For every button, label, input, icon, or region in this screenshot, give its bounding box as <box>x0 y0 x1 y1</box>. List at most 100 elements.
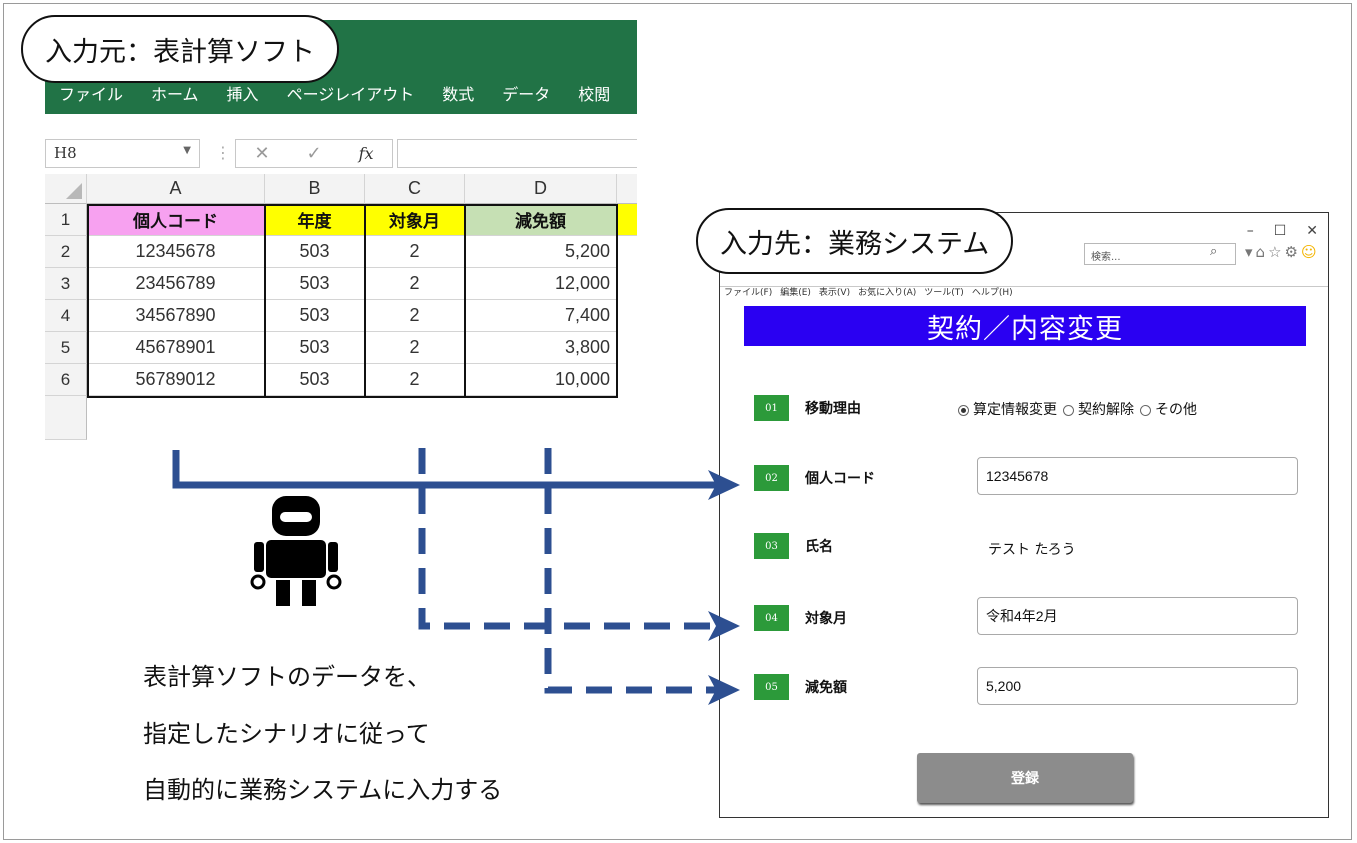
row-header-2[interactable]: 2 <box>45 236 87 268</box>
name-box-value: H8 <box>54 144 77 162</box>
arrowhead-code <box>708 470 740 500</box>
page-title: 契約／内容変更 <box>744 306 1306 346</box>
field-number: 04 <box>754 605 789 631</box>
field-row-amount: 05 減免額 <box>754 672 847 702</box>
ribbon-tab-home[interactable]: ホーム <box>151 85 199 104</box>
search-icon[interactable]: ⌕ <box>1210 244 1218 259</box>
radio-option-other[interactable]: その他 <box>1140 399 1197 419</box>
field-label: 氏名 <box>805 539 833 555</box>
browser-icons: ▾ ⌂ ☆ ⚙ ☺ <box>1245 243 1317 261</box>
browser-search-input[interactable]: 検索... <box>1084 243 1236 265</box>
gear-icon[interactable]: ⚙ <box>1284 243 1298 261</box>
favorites-star-icon[interactable]: ☆ <box>1268 243 1282 261</box>
formula-bar: H8 ▼ ⋮ ✕ ✓ fx <box>45 130 637 174</box>
ribbon-tabs: ファイル ホーム 挿入 ページレイアウト 数式 データ 校閲 表 <box>45 78 637 108</box>
table-header-code[interactable]: 個人コード <box>87 204 265 236</box>
formula-input[interactable] <box>397 139 637 168</box>
ribbon-tab-insert[interactable]: 挿入 <box>226 85 259 104</box>
smiley-icon[interactable]: ☺ <box>1300 243 1317 261</box>
caption-line-2: 指定したシナリオに従って <box>143 720 430 748</box>
field-label: 個人コード <box>805 471 875 487</box>
column-header-d[interactable]: D <box>465 174 617 204</box>
target-month-input[interactable]: 令和4年2月 <box>977 597 1298 635</box>
minimize-icon[interactable]: – <box>1246 223 1254 239</box>
radio-option-cancel[interactable]: 契約解除 <box>1063 399 1134 419</box>
reason-radio-group: 算定情報変更 契約解除 その他 <box>958 399 1197 419</box>
field-number: 05 <box>754 674 789 700</box>
dropdown-icon[interactable]: ▾ <box>1245 243 1253 261</box>
spreadsheet-window: ファイル ホーム 挿入 ページレイアウト 数式 データ 校閲 表 H8 ▼ ⋮ … <box>45 20 637 440</box>
field-number: 01 <box>754 395 789 421</box>
radio-label: その他 <box>1155 402 1197 418</box>
field-row-month: 04 対象月 <box>754 603 847 633</box>
browser-menu-bar: ファイル(F) 編集(E) 表示(V) お気に入り(A) ツール(T) ヘルプ(… <box>724 285 1013 298</box>
ribbon-tab-data[interactable]: データ <box>502 85 551 104</box>
field-label: 減免額 <box>805 680 847 696</box>
close-icon[interactable]: ✕ <box>1306 223 1318 239</box>
radio-selected-icon <box>958 404 969 416</box>
field-label: 移動理由 <box>805 401 861 417</box>
field-number: 02 <box>754 465 789 491</box>
caption-line-1: 表計算ソフトのデータを、 <box>143 663 431 691</box>
menu-help[interactable]: ヘルプ(H) <box>971 288 1013 298</box>
row-header-6[interactable]: 6 <box>45 364 87 396</box>
column-header-e[interactable] <box>617 174 637 204</box>
field-number: 03 <box>754 533 789 559</box>
radio-icon <box>1063 404 1074 416</box>
register-button[interactable]: 登録 <box>917 753 1133 803</box>
chevron-down-icon[interactable]: ▼ <box>183 145 191 156</box>
business-system-window: – ☐ ✕ 検索... ⌕ ▾ ⌂ ☆ ⚙ ☺ ファイル(F) 編集(E) 表示… <box>719 212 1329 818</box>
name-box[interactable]: H8 ▼ <box>45 139 200 168</box>
column-header-c[interactable]: C <box>365 174 465 204</box>
separator-icon: ⋮ <box>215 143 231 162</box>
source-label: 入力元：表計算ソフト <box>21 15 339 83</box>
radio-option-recalc[interactable]: 算定情報変更 <box>958 399 1057 419</box>
radio-label: 算定情報変更 <box>973 402 1057 418</box>
caption-line-3: 自動的に業務システムに入力する <box>143 776 503 804</box>
home-icon[interactable]: ⌂ <box>1255 243 1266 261</box>
column-header-a[interactable]: A <box>87 174 265 204</box>
row-header-1[interactable]: 1 <box>45 204 87 236</box>
row-header-7[interactable] <box>45 396 87 440</box>
arrowhead-month <box>708 611 740 641</box>
table-header-year[interactable]: 年度 <box>265 204 365 236</box>
ribbon-tab-page-layout[interactable]: ページレイアウト <box>286 85 415 104</box>
arrowhead-amount <box>708 675 740 705</box>
field-row-code: 02 個人コード <box>754 463 875 493</box>
table-header-amount[interactable]: 減免額 <box>465 204 617 236</box>
row-header-4[interactable]: 4 <box>45 300 87 332</box>
radio-icon <box>1140 404 1151 416</box>
field-row-name: 03 氏名 <box>754 531 833 561</box>
personal-code-input[interactable]: 12345678 <box>977 457 1298 495</box>
menu-tools[interactable]: ツール(T) <box>924 288 964 298</box>
menu-file[interactable]: ファイル(F) <box>724 288 773 298</box>
menu-view[interactable]: 表示(V) <box>818 288 851 298</box>
menu-favorites[interactable]: お気に入り(A) <box>858 288 917 298</box>
field-row-reason: 01 移動理由 <box>754 393 861 423</box>
spreadsheet-grid: A B C D 1 2 3 4 5 6 個人コード 年度 対象月 減免額 123… <box>45 174 637 440</box>
reduction-amount-input[interactable]: 5,200 <box>977 667 1298 705</box>
ribbon-tab-review[interactable]: 校閲 <box>578 85 611 104</box>
window-controls: – ☐ ✕ <box>1247 223 1318 239</box>
ribbon-tab-formulas[interactable]: 数式 <box>442 85 475 104</box>
row-header-3[interactable]: 3 <box>45 268 87 300</box>
select-all-corner[interactable] <box>45 174 87 204</box>
table-header-month[interactable]: 対象月 <box>365 204 465 236</box>
check-icon[interactable]: ✓ <box>306 143 322 164</box>
table-header-next[interactable] <box>617 204 637 236</box>
target-label: 入力先：業務システム <box>696 208 1014 274</box>
cancel-icon[interactable]: ✕ <box>254 143 270 164</box>
fx-icon[interactable]: fx <box>358 144 374 163</box>
robot-icon <box>250 496 342 606</box>
radio-label: 契約解除 <box>1078 402 1134 418</box>
menu-edit[interactable]: 編集(E) <box>780 288 811 298</box>
ribbon-tab-file[interactable]: ファイル <box>59 85 124 104</box>
row-header-5[interactable]: 5 <box>45 332 87 364</box>
formula-buttons: ✕ ✓ fx <box>235 139 393 168</box>
field-label: 対象月 <box>805 611 847 627</box>
arrow-amount <box>544 448 725 694</box>
arrow-month <box>418 448 725 630</box>
column-header-b[interactable]: B <box>265 174 365 204</box>
maximize-icon[interactable]: ☐ <box>1273 223 1287 239</box>
